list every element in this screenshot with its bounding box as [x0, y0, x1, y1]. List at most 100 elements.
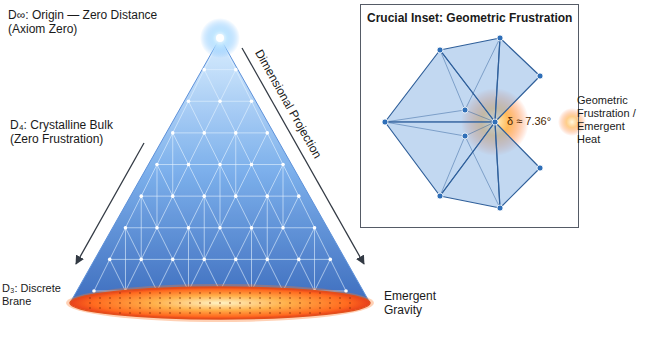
- brane-site: [299, 312, 301, 314]
- lattice-node: [265, 194, 269, 198]
- lattice-bond: [157, 165, 173, 197]
- lattice-bond: [204, 259, 236, 260]
- lattice-node: [250, 226, 254, 230]
- brane-site: [309, 312, 311, 314]
- lattice-bond: [299, 259, 331, 260]
- vertex: [497, 35, 503, 41]
- brane-site: [249, 302, 251, 304]
- brane-site: [119, 307, 121, 309]
- lattice-bond: [267, 165, 283, 197]
- brane-site: [219, 292, 221, 294]
- brane-grid: [89, 292, 351, 314]
- brane-site: [229, 302, 231, 304]
- brane-site: [319, 307, 321, 309]
- brane-site: [139, 292, 141, 294]
- angle-label: δ ≈ 7.36°: [507, 115, 567, 128]
- tetrahedron-edge: [385, 122, 465, 136]
- lattice-bond: [267, 259, 299, 260]
- lattice-bond: [267, 196, 283, 228]
- brane-site: [179, 312, 181, 314]
- lattice-bond: [188, 196, 204, 228]
- tetrahedron-edge: [385, 110, 465, 122]
- brane-site: [219, 312, 221, 314]
- brane-site: [319, 297, 321, 299]
- brane-site: [129, 302, 131, 304]
- brane-site: [159, 292, 161, 294]
- brane-site: [169, 312, 171, 314]
- brane-site: [119, 302, 121, 304]
- tetrahedron-edge: [440, 50, 465, 110]
- brane-site: [189, 312, 191, 314]
- brane-site: [109, 297, 111, 299]
- brane-site: [309, 302, 311, 304]
- lattice-node: [171, 194, 175, 198]
- brane-site: [229, 312, 231, 314]
- lattice-node: [139, 258, 143, 262]
- lattice-bond: [236, 196, 268, 197]
- brane-site: [149, 302, 151, 304]
- lattice-bond: [173, 196, 205, 197]
- lattice-bond: [173, 101, 189, 133]
- lattice-bond: [157, 196, 173, 228]
- lattice-node: [187, 226, 191, 230]
- lattice-bond: [220, 228, 236, 260]
- brane-site: [219, 307, 221, 309]
- projection-cone: [70, 38, 370, 303]
- lattice-bond: [315, 228, 331, 260]
- lattice-bond: [220, 227, 252, 228]
- brane-site: [99, 302, 101, 304]
- lattice-bond: [141, 259, 173, 260]
- lattice-bond: [252, 133, 268, 165]
- brane-site: [269, 297, 271, 299]
- brane-site: [289, 307, 291, 309]
- lattice-node: [281, 226, 285, 230]
- brane-site: [249, 292, 251, 294]
- brane-site: [99, 297, 101, 299]
- brane-site: [179, 307, 181, 309]
- lattice-bond: [220, 164, 252, 165]
- discrete-brane: [70, 287, 370, 319]
- lattice-node: [234, 131, 238, 135]
- brane-site: [309, 297, 311, 299]
- lattice-bond: [110, 259, 142, 260]
- brane-site: [189, 297, 191, 299]
- lattice-bond: [204, 196, 236, 197]
- lattice-bond: [283, 228, 299, 260]
- tetrahedron-face: [440, 38, 500, 122]
- lattice-bond: [252, 196, 268, 228]
- lattice-bond: [252, 165, 268, 197]
- brane-site: [229, 297, 231, 299]
- brane-site: [159, 312, 161, 314]
- brane-site: [299, 297, 301, 299]
- vertex: [462, 133, 468, 139]
- brane-site: [89, 297, 91, 299]
- brane-site: [139, 312, 141, 314]
- lattice-bond: [220, 165, 236, 197]
- lattice-node: [328, 258, 332, 262]
- tetrahedron-edge: [440, 136, 465, 196]
- projection-arrow: [242, 48, 364, 264]
- brane-site: [179, 297, 181, 299]
- lattice-node: [171, 258, 175, 262]
- lattice-node: [202, 194, 206, 198]
- lattice-bond: [220, 196, 236, 228]
- brane-site: [319, 312, 321, 314]
- origin-point: [216, 34, 224, 42]
- lattice-node: [218, 226, 222, 230]
- brane-site: [199, 292, 201, 294]
- brane-site: [239, 292, 241, 294]
- brane-site: [279, 297, 281, 299]
- lattice-bond: [315, 259, 331, 291]
- brane-site: [209, 292, 211, 294]
- lattice-bond: [188, 227, 220, 228]
- lattice-bond: [188, 164, 220, 165]
- lattice-bond: [173, 196, 189, 228]
- brane-site: [139, 307, 141, 309]
- lattice-node: [313, 226, 317, 230]
- lattice-node: [187, 99, 191, 103]
- lattice-bond: [220, 101, 252, 102]
- brane-site: [329, 302, 331, 304]
- lattice-bond: [110, 259, 126, 291]
- lattice-bond: [173, 259, 205, 260]
- lattice-bond: [173, 133, 189, 165]
